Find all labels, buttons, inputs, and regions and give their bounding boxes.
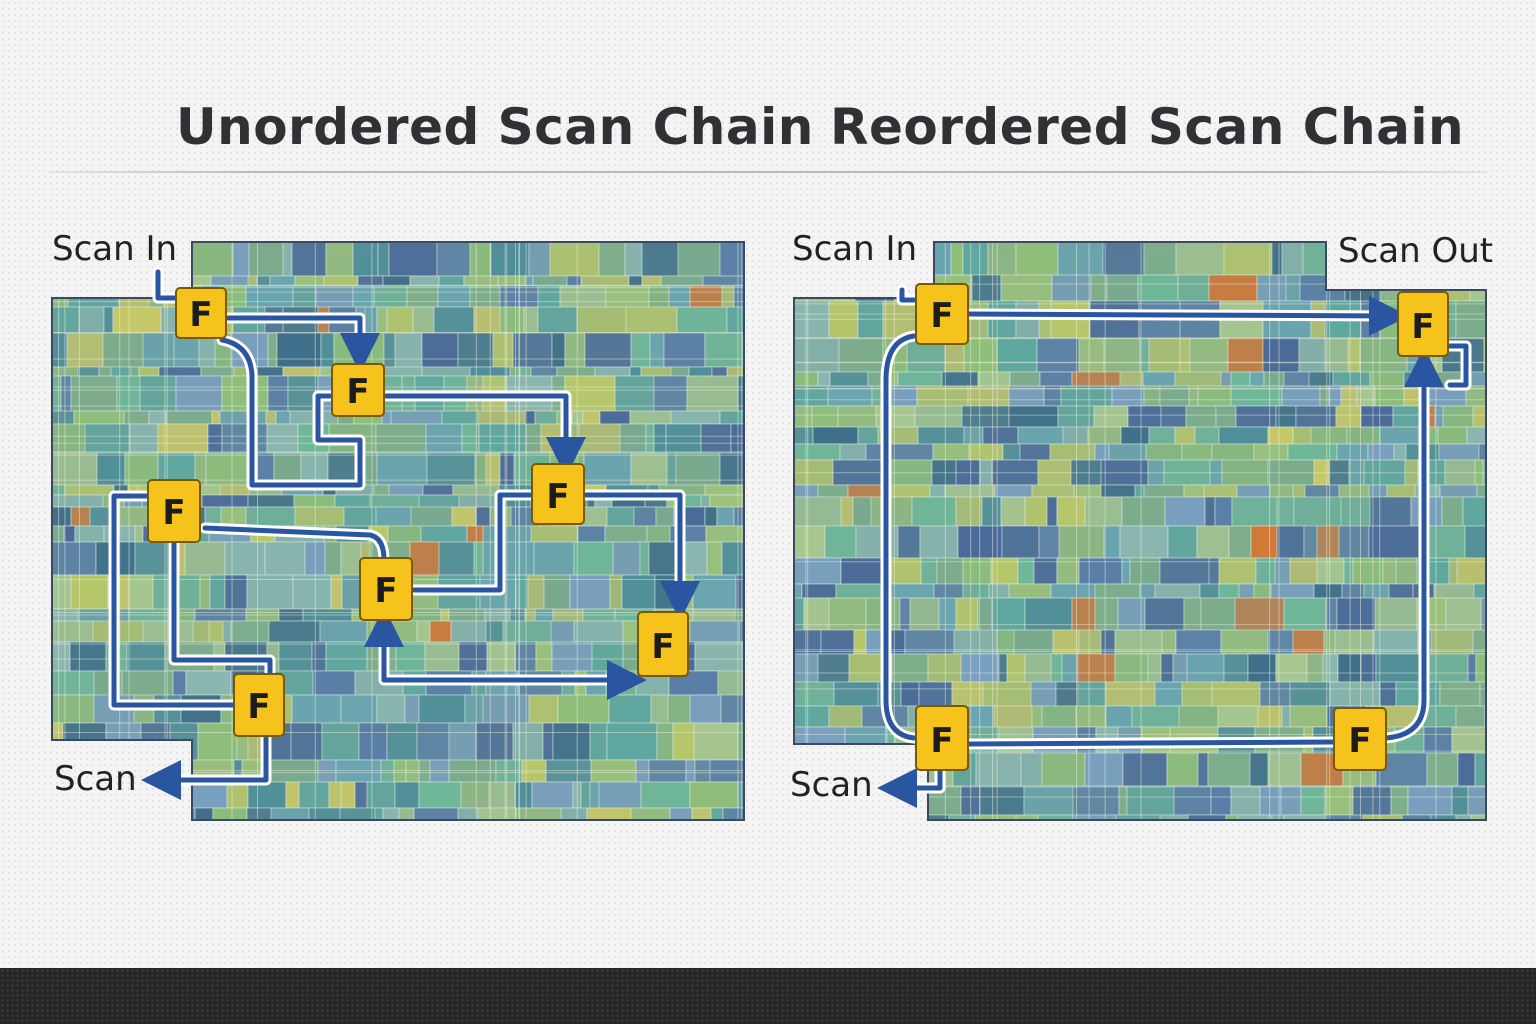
- title-unordered-scan-chain: Unordered Scan Chain: [176, 98, 814, 156]
- svg-text:F: F: [1348, 721, 1371, 761]
- flip-flop-3: F: [531, 463, 585, 525]
- svg-text:F: F: [247, 687, 270, 727]
- svg-text:F: F: [162, 493, 185, 533]
- svg-text:F: F: [1411, 307, 1434, 347]
- svg-text:F: F: [930, 296, 953, 336]
- svg-text:F: F: [651, 627, 674, 667]
- label-scan-out-unordered: Scan: [54, 759, 137, 799]
- flip-flop-4: F: [1333, 707, 1387, 771]
- svg-text:F: F: [546, 477, 569, 517]
- flip-flop-1: F: [915, 283, 969, 345]
- svg-text:F: F: [930, 721, 953, 761]
- flip-flop-2: F: [331, 363, 385, 417]
- flip-flop-6: F: [637, 611, 689, 677]
- scan-route-unordered: [108, 266, 700, 800]
- scan-route-reordered: [877, 284, 1472, 808]
- flip-flop-2: F: [1397, 291, 1449, 357]
- svg-text:F: F: [189, 295, 212, 335]
- flip-flop-4: F: [147, 479, 201, 543]
- label-scan-out-reordered-bottom: Scan: [790, 765, 873, 805]
- title-reordered-scan-chain: Reordered Scan Chain: [830, 98, 1465, 156]
- title-divider: [48, 171, 1488, 173]
- flip-flop-3: F: [915, 705, 969, 771]
- svg-text:F: F: [374, 571, 397, 611]
- flip-flop-group-unordered: F F F F F F F: [147, 287, 689, 737]
- label-scan-out-reordered-top: Scan Out: [1338, 231, 1493, 271]
- label-scan-in-reordered: Scan In: [792, 229, 917, 269]
- label-scan-in-unordered: Scan In: [52, 229, 177, 269]
- flip-flop-7: F: [233, 673, 285, 737]
- svg-text:F: F: [346, 372, 369, 412]
- flip-flop-1: F: [175, 287, 227, 339]
- flip-flop-group-reordered: F F F F: [915, 283, 1449, 771]
- flip-flop-5: F: [359, 557, 413, 621]
- bottom-band: [0, 968, 1536, 1024]
